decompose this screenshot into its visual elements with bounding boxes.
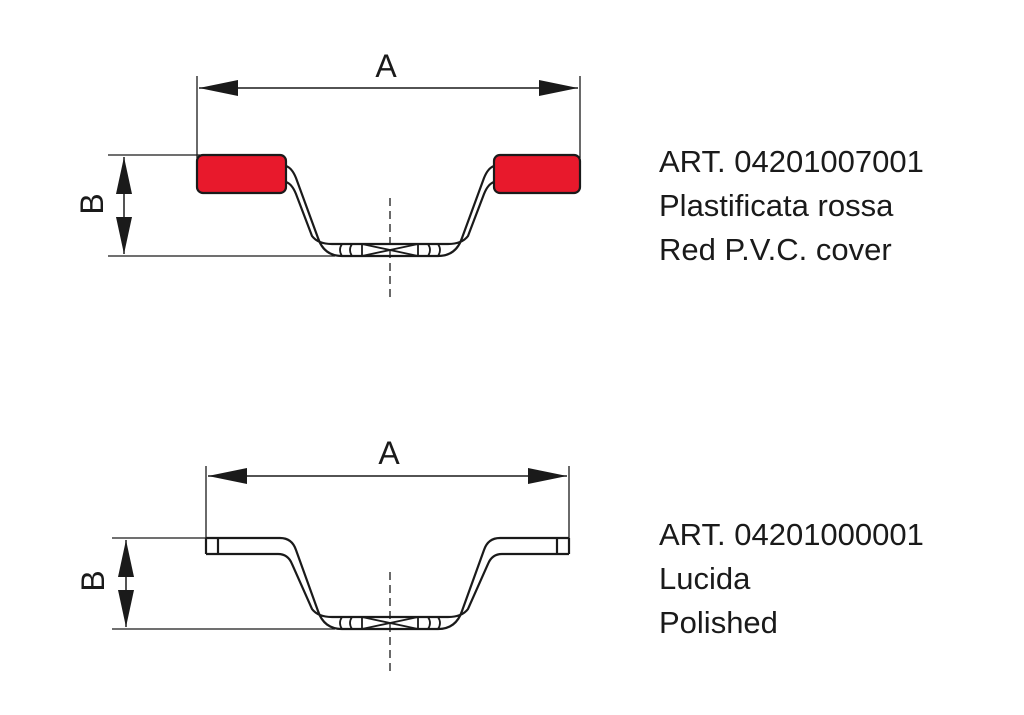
handle-rod-bottom: [204, 536, 571, 631]
dimension-a-bottom: A: [205, 435, 570, 540]
dimension-a-label: A: [378, 435, 400, 471]
name-italian: Lucida: [659, 561, 751, 596]
article-number: ART. 04201007001: [659, 144, 924, 179]
pvc-cover-left: [195, 153, 288, 195]
dimension-b-label: B: [74, 193, 110, 214]
article-number: ART. 04201000001: [659, 517, 924, 552]
name-english: Red P.V.C. cover: [659, 232, 892, 267]
dimension-a-label: A: [375, 48, 397, 84]
dimension-a-top: A: [196, 48, 581, 158]
dimension-b-top: B: [74, 154, 335, 257]
dimension-b-bottom: B: [75, 537, 335, 630]
caption-polished: ART. 04201000001 Lucida Polished: [659, 513, 924, 645]
name-english: Polished: [659, 605, 778, 640]
handle-drawing-red-cover: A B: [74, 48, 582, 300]
name-italian: Plastificata rossa: [659, 188, 894, 223]
caption-red-cover: ART. 04201007001 Plastificata rossa Red …: [659, 140, 924, 272]
handle-drawing-polished: A B: [75, 435, 571, 672]
pvc-cover-right: [492, 153, 582, 195]
center-detail-bottom: [339, 616, 441, 630]
dimension-b-label: B: [75, 570, 111, 591]
